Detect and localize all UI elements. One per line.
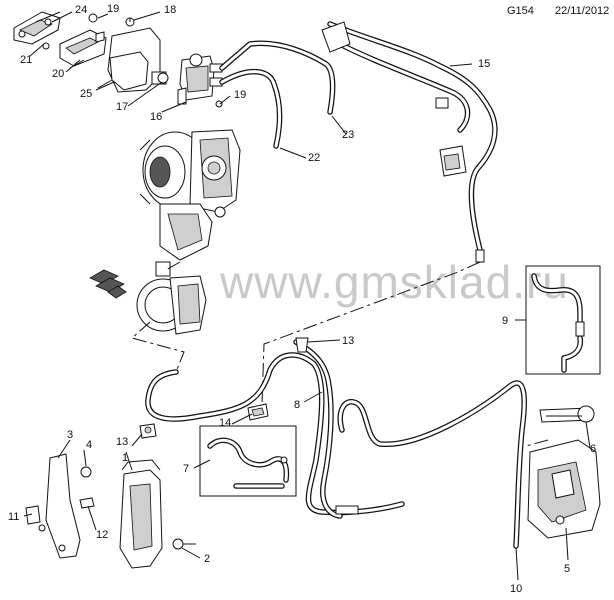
inset-box-hose-7 [199, 425, 297, 497]
vacuum-pump [89, 261, 207, 335]
callout-23: 23 [342, 129, 354, 141]
callout-10: 10 [510, 583, 522, 595]
callout-21: 21 [20, 54, 32, 66]
vacuum-hose-23 [219, 40, 336, 115]
callout-25: 25 [80, 88, 92, 100]
sensor-housing [119, 459, 196, 569]
diagram-code: G154 [507, 5, 534, 17]
hose-clip-13-upper [295, 337, 309, 353]
vacuum-hose-7 [207, 437, 290, 489]
bracket-assembly-top-left [13, 11, 167, 93]
callout-9: 9 [502, 315, 508, 327]
callout-18: 18 [164, 4, 176, 16]
callout-20: 20 [52, 68, 64, 80]
callout-6: 6 [590, 443, 596, 455]
actuator-assembly [527, 405, 601, 539]
solenoid-valve [157, 53, 223, 108]
leader-lines [23, 11, 591, 581]
callout-19-upper: 19 [107, 3, 119, 15]
wiring-harness [321, 21, 498, 263]
callout-2: 2 [204, 553, 210, 565]
hose-clip-13-lower [139, 423, 157, 439]
callout-3: 3 [67, 429, 73, 441]
callout-16: 16 [150, 111, 162, 123]
dashed-link-turbo-to-pump [165, 261, 181, 271]
callout-5: 5 [564, 563, 570, 575]
callout-1-visible: 1 [122, 452, 128, 464]
callout-15: 15 [478, 58, 490, 70]
callout-11: 11 [8, 511, 19, 523]
vacuum-hose-9 [531, 273, 585, 373]
callout-22: 22 [308, 152, 320, 164]
watermark: www.gmsklad.ru [220, 256, 569, 308]
callout-12: 12 [96, 529, 108, 541]
vacuum-hose-8 [145, 339, 527, 549]
callout-4: 4 [86, 439, 92, 451]
callout-13-lower: 13 [116, 436, 128, 448]
callout-13-upper: 13 [342, 335, 354, 347]
callout-24: 24 [75, 4, 87, 16]
callout-8: 8 [294, 399, 300, 411]
vacuum-hose-22 [219, 68, 283, 149]
dashed-link-pump-to-hose [130, 321, 185, 373]
dashed-link-harness [261, 261, 481, 405]
callout-17: 17 [116, 101, 128, 113]
hose-clip-14 [247, 403, 269, 421]
mounting-bracket [25, 453, 95, 559]
callout-19-lower: 19 [234, 89, 246, 101]
turbocharger [139, 129, 241, 261]
callout-14: 14 [219, 417, 231, 429]
dashed-link-hose-to-actuator [525, 439, 549, 447]
diagram-date: 22/11/2012 [555, 5, 610, 17]
callout-7: 7 [183, 463, 189, 475]
